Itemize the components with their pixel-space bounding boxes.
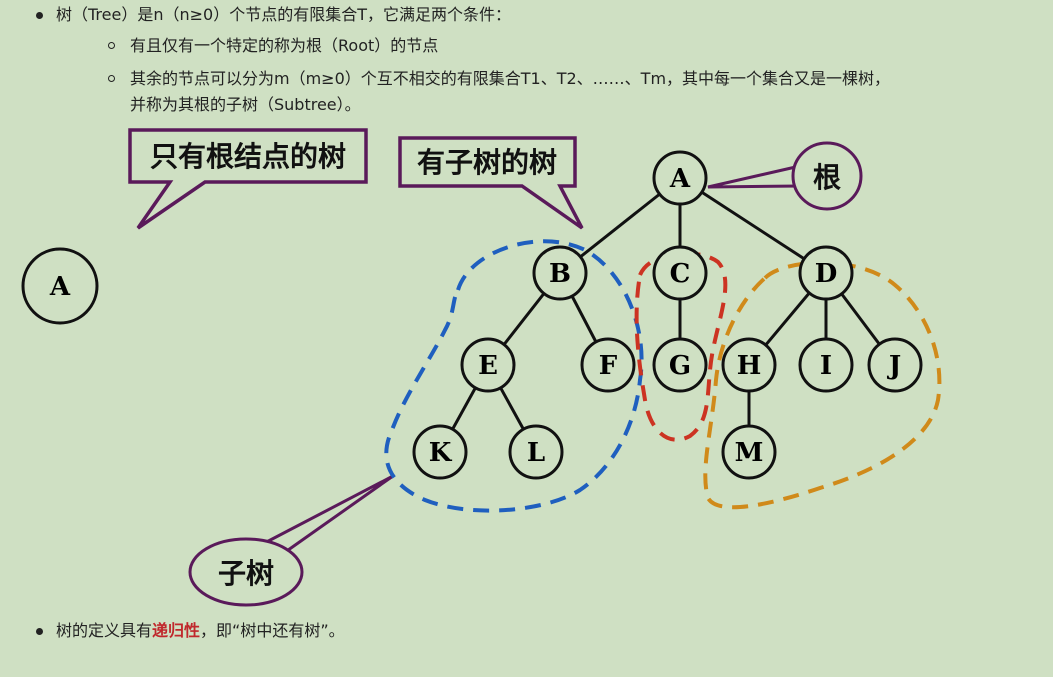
node-G: G xyxy=(652,337,708,393)
callout-with-subtree-label: 有子树的树 xyxy=(417,146,557,179)
sub-bullet-ring xyxy=(108,75,115,82)
recursion-pre: 树的定义具有 xyxy=(56,621,153,640)
node-B: B xyxy=(532,245,588,301)
node-K-label: K xyxy=(429,438,453,468)
node-C-label: C xyxy=(670,259,691,289)
node-H: H xyxy=(721,337,777,393)
node-A: A xyxy=(652,150,708,206)
bullet-dot xyxy=(36,12,43,19)
callout-with-subtree: 有子树的树 xyxy=(398,136,584,230)
node-J: J xyxy=(867,337,923,393)
subtree-outline-B xyxy=(384,239,644,513)
callout-subtree-label: 子树 xyxy=(218,557,274,590)
node-B-label: B xyxy=(549,259,571,289)
callout-only-root: 只有根结点的树 xyxy=(128,128,368,230)
recursion-line: 树的定义具有递归性，即“树中还有树”。 xyxy=(56,620,345,642)
node-J-label: J xyxy=(887,351,901,381)
callout-root-label: 根 xyxy=(813,161,841,194)
node-H-label: H xyxy=(737,351,762,381)
subtree-outline-D xyxy=(703,260,942,510)
edge-A-D xyxy=(679,176,827,275)
node-F: F xyxy=(580,337,636,393)
node-A-label: A xyxy=(669,164,691,194)
tree-edges xyxy=(438,176,897,453)
node-E: E xyxy=(460,337,516,393)
node-L: L xyxy=(508,424,564,480)
node-F-label: F xyxy=(599,351,618,381)
node-E-label: E xyxy=(478,351,498,381)
node-I-label: I xyxy=(820,351,832,381)
condition-2-line2: 并称为其根的子树（Subtree）。 xyxy=(130,95,361,114)
condition-1: 有且仅有一个特定的称为根（Root）的节点 xyxy=(130,36,439,55)
node-C: C xyxy=(652,245,708,301)
node-single-root: A xyxy=(21,247,99,325)
node-K: K xyxy=(412,424,468,480)
subtree-outline-C xyxy=(634,251,728,442)
recursion-emphasis: 递归性 xyxy=(152,621,201,640)
recursion-post: ，即“树中还有树”。 xyxy=(200,621,345,640)
sub-bullet-ring xyxy=(108,42,115,49)
node-D-label: D xyxy=(815,259,838,289)
node-G-label: G xyxy=(669,351,691,381)
callout-subtree: 子树 xyxy=(188,474,394,607)
node-M-label: M xyxy=(735,438,764,468)
node-D: D xyxy=(798,245,854,301)
definition-line: 树（Tree）是n（n≥0）个节点的有限集合T，它满足两个条件： xyxy=(56,5,511,24)
node-L-label: L xyxy=(527,438,545,468)
node-M: M xyxy=(721,424,777,480)
callout-root: 根 xyxy=(707,141,863,211)
condition-2-line1: 其余的节点可以分为m（m≥0）个互不相交的有限集合T1、T2、……、Tm，其中每… xyxy=(130,69,891,88)
node-I: I xyxy=(798,337,854,393)
callout-only-root-label: 只有根结点的树 xyxy=(150,140,346,173)
node-single-label: A xyxy=(49,272,71,302)
bullet-dot xyxy=(36,628,43,635)
